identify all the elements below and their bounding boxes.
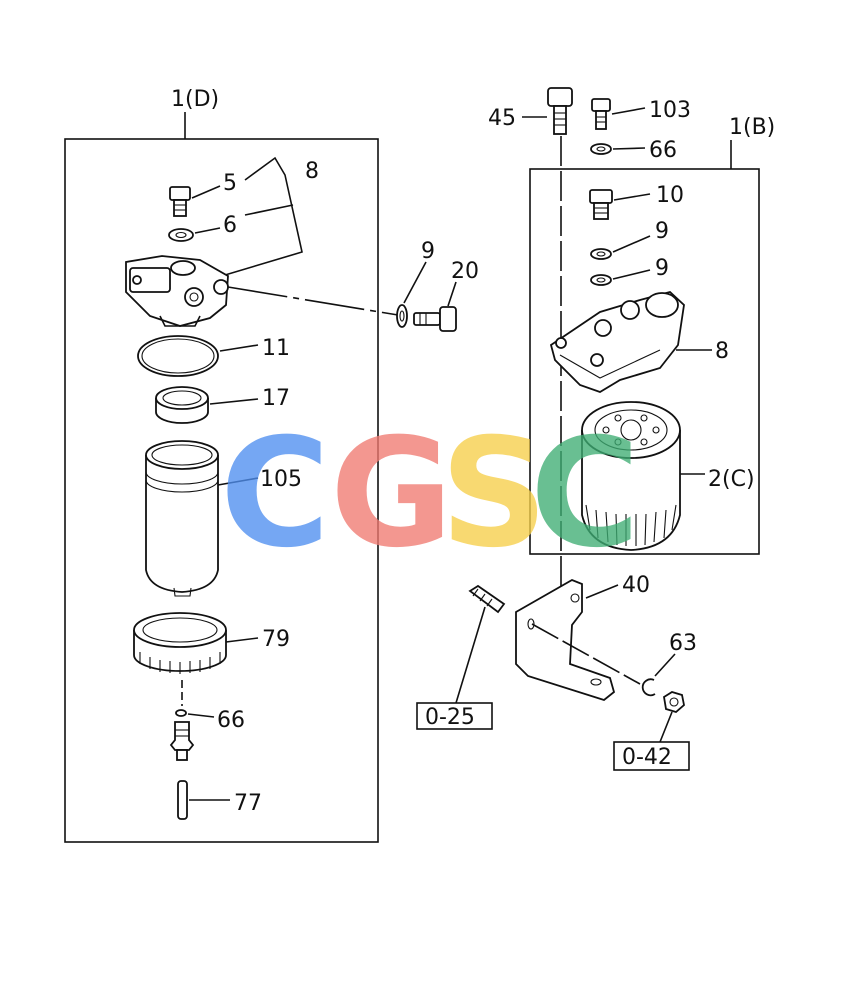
ref-box-0-42 <box>613 741 690 771</box>
washer-9-left <box>396 304 408 328</box>
stud <box>468 584 506 614</box>
label-17: 17 <box>262 386 290 411</box>
label-20: 20 <box>451 259 479 284</box>
label-9-right-b: 9 <box>655 256 669 281</box>
label-66-right: 66 <box>649 138 677 163</box>
drain-plug <box>169 721 195 761</box>
bracket-40 <box>515 579 616 702</box>
label-105: 105 <box>260 467 302 492</box>
label-6: 6 <box>223 213 237 238</box>
bolt-103 <box>591 98 611 130</box>
filter-head-left <box>125 255 229 327</box>
bolt-45 <box>547 87 573 135</box>
nut <box>663 691 685 714</box>
label-9-right-a: 9 <box>655 219 669 244</box>
filter-bowl-105 <box>145 440 219 597</box>
watermark-letter-c2: C <box>530 407 640 581</box>
o-ring-11 <box>137 335 219 377</box>
filter-cartridge-2c <box>581 401 681 551</box>
label-10: 10 <box>656 183 684 208</box>
watermark-letter-s: S <box>440 407 548 581</box>
ref-box-0-25 <box>416 702 493 730</box>
label-40: 40 <box>622 573 650 598</box>
label-66-left: 66 <box>217 708 245 733</box>
assembly-label-right: 1(B) <box>729 115 775 140</box>
ring-nut-79 <box>133 612 227 674</box>
ring-17 <box>155 386 209 424</box>
label-45: 45 <box>488 106 516 131</box>
label-8-left: 8 <box>305 159 319 184</box>
filter-head-right <box>549 291 685 393</box>
washer-6 <box>168 228 194 242</box>
label-2c: 2(C) <box>708 467 755 492</box>
assembly-right-box <box>529 168 760 555</box>
label-79: 79 <box>262 627 290 652</box>
bolt-10 <box>589 189 613 220</box>
label-77: 77 <box>234 791 262 816</box>
label-103: 103 <box>649 98 691 123</box>
label-8-right: 8 <box>715 339 729 364</box>
watermark-letter-g: G <box>330 407 453 581</box>
watermark-letter-c1: C <box>220 407 330 581</box>
pin-77 <box>177 780 188 820</box>
washer-9-right-b <box>590 274 612 286</box>
label-63: 63 <box>669 631 697 656</box>
clip-63 <box>641 678 656 697</box>
washer-66-right <box>590 143 612 155</box>
bolt-20 <box>413 306 457 332</box>
label-9-left: 9 <box>421 239 435 264</box>
label-11: 11 <box>262 336 290 361</box>
o-ring-66-left <box>175 709 187 717</box>
bolt-5 <box>169 186 191 217</box>
assembly-label-left: 1(D) <box>171 87 219 112</box>
watermark-logo: C G S C <box>220 407 640 581</box>
ref-0-25: 0-25 <box>425 705 475 730</box>
label-5: 5 <box>223 171 237 196</box>
washer-9-right-a <box>590 248 612 260</box>
assembly-left-box <box>64 138 379 843</box>
ref-0-42: 0-42 <box>622 745 672 770</box>
